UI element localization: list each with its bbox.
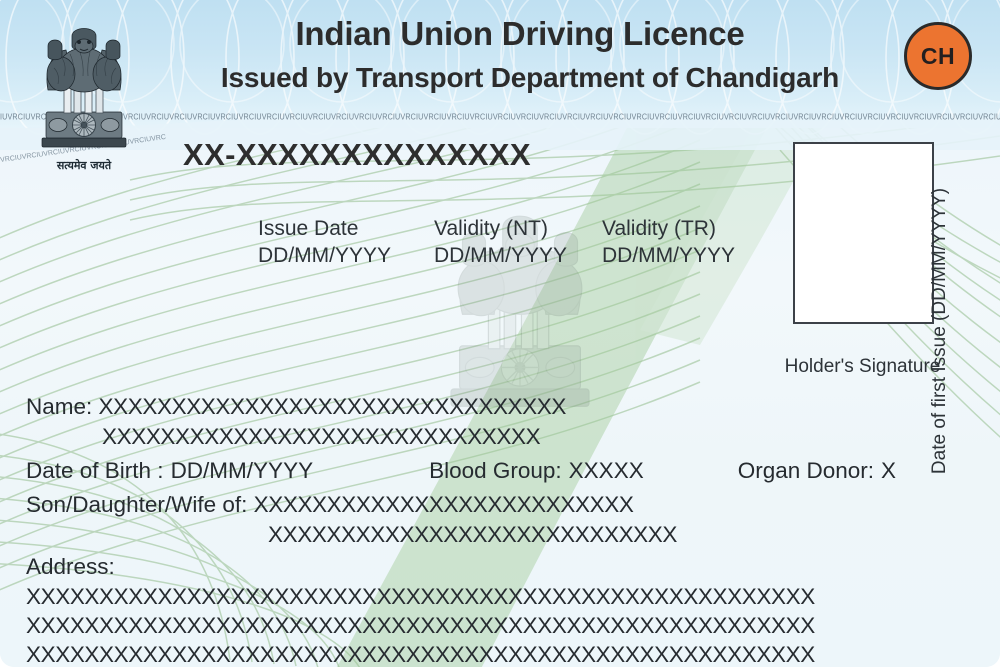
name-value-line2: XXXXXXXXXXXXXXXXXXXXXXXXXXXXXX — [102, 423, 541, 449]
validity-tr-value: DD/MM/YYYY — [602, 244, 736, 268]
emblem-watermark — [450, 215, 590, 407]
blood-group-value: XXXXX — [568, 457, 644, 483]
relation-value-line1: XXXXXXXXXXXXXXXXXXXXXXXXXX — [253, 491, 634, 517]
validity-tr-label: Validity (TR) — [602, 217, 716, 240]
validity-nt-cell: Validity (NT) DD/MM/YYYY — [434, 216, 602, 272]
emblem-motto: सत्यमेव जयते — [56, 159, 112, 172]
validity-nt-value: DD/MM/YYYY — [434, 244, 568, 268]
microprint-band: IUVRCIUVRCIUVRCIUVRCIUVRCIUVRCIUVRCIUVRC… — [0, 112, 1000, 130]
name-label: Name: — [26, 394, 93, 419]
address-line-1: XXXXXXXXXXXXXXXXXXXXXXXXXXXXXXXXXXXXXXXX… — [26, 583, 815, 609]
page-title: Indian Union Driving Licence — [295, 15, 745, 52]
address-line-2: XXXXXXXXXXXXXXXXXXXXXXXXXXXXXXXXXXXXXXXX… — [26, 613, 815, 638]
national-emblem-icon — [41, 28, 127, 148]
issue-date-value: DD/MM/YYYY — [258, 244, 392, 268]
dates-row: Issue Date DD/MM/YYYY Validity (NT) DD/M… — [258, 216, 778, 272]
issuer-subtitle: Issued by Transport Department of Chandi… — [220, 61, 840, 93]
relation-row: Son/Daughter/Wife of: XXXXXXXXXXXXXXXXXX… — [26, 490, 976, 520]
dob-value: DD/MM/YYYY — [170, 457, 314, 483]
name-row: Name: XXXXXXXXXXXXXXXXXXXXXXXXXXXXXXXX — [26, 392, 976, 422]
name-value-line1: XXXXXXXXXXXXXXXXXXXXXXXXXXXXXXXX — [98, 394, 567, 419]
dob-blood-donor-row: Date of Birth : DD/MM/YYYY Blood Group: … — [26, 456, 976, 486]
state-code-badge: CH — [904, 22, 972, 90]
relation-label: Son/Daughter/Wife of: — [26, 491, 248, 517]
relation-value-line2: XXXXXXXXXXXXXXXXXXXXXXXXXXXX — [268, 521, 678, 547]
microprint-text: IUVRCIUVRCIUVRCIUVRCIUVRCIUVRCIUVRCIUVRC… — [0, 112, 1000, 122]
address-line-3: XXXXXXXXXXXXXXXXXXXXXXXXXXXXXXXXXXXXXXXX… — [26, 642, 815, 667]
validity-nt-label: Validity (NT) — [434, 217, 548, 240]
blood-group-label: Blood Group: — [429, 457, 562, 483]
organ-donor-label: Organ Donor: — [737, 457, 875, 483]
validity-tr-cell: Validity (TR) DD/MM/YYYY — [602, 216, 778, 272]
card-header: Indian Union Driving Licence Issued by T… — [0, 15, 1000, 94]
issue-date-label: Issue Date — [258, 217, 359, 240]
signature-box — [793, 142, 934, 324]
licence-number: XX-XXXXXXXXXXXXXX — [183, 137, 531, 172]
holder-details: Name: XXXXXXXXXXXXXXXXXXXXXXXXXXXXXXXX X… — [26, 392, 976, 667]
organ-donor-value: X — [881, 457, 897, 483]
signature-label: Holder's Signature — [784, 356, 941, 377]
dob-label: Date of Birth : — [26, 457, 164, 483]
address-label: Address: — [26, 553, 115, 579]
issue-date-cell: Issue Date DD/MM/YYYY — [258, 216, 434, 272]
